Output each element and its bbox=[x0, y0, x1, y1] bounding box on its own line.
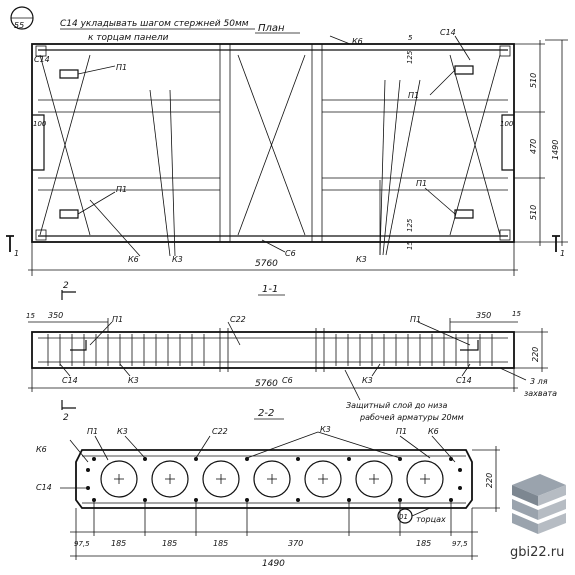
plan-label-k3-left: К3 bbox=[172, 255, 183, 264]
s22-dim-185-a: 185 bbox=[111, 539, 126, 548]
s11-label-k3-right: К3 bbox=[362, 376, 373, 385]
plan-label-c14-right: С14 bbox=[440, 28, 456, 37]
plan-dim-15: 15 bbox=[406, 241, 414, 250]
s22-label-c14: С14 bbox=[36, 483, 52, 492]
plan-label-k6-bottom: К6 bbox=[128, 255, 139, 264]
s11-dim-15-left: 15 bbox=[26, 312, 35, 320]
s11-dim-350-right: 350 bbox=[476, 311, 491, 320]
s22-label-p1-right: П1 bbox=[396, 427, 407, 436]
s11-label-c6: С6 bbox=[282, 376, 293, 385]
plan-label-p1-c: П1 bbox=[408, 91, 419, 100]
core-5 bbox=[304, 460, 342, 498]
plan-label-p1-a: П1 bbox=[116, 63, 127, 72]
hollow-cores bbox=[100, 460, 444, 498]
plan-label-p1-d: П1 bbox=[416, 179, 427, 188]
s11-label-c14-right: С14 bbox=[456, 376, 472, 385]
plan-label-k3-right: К3 bbox=[356, 255, 367, 264]
plan-dim-470: 470 bbox=[529, 139, 538, 154]
plan-dim-510-top: 510 bbox=[529, 73, 538, 88]
section-2-2-title: 2-2 bbox=[258, 408, 274, 419]
note-top: С14 укладывать шагом стержней 50мм bbox=[60, 19, 249, 29]
s22-dim-1490: 1490 bbox=[262, 559, 285, 569]
section-mark-1-right: 1 bbox=[560, 249, 565, 258]
core-7 bbox=[406, 460, 444, 498]
s11-label-k3-left: К3 bbox=[128, 376, 139, 385]
plan-title: План bbox=[258, 23, 285, 34]
section-2-2-outline bbox=[75, 449, 473, 509]
s11-dim-350-left: 350 bbox=[48, 311, 63, 320]
s22-dim-185-c: 185 bbox=[213, 539, 228, 548]
section-1-1-outline bbox=[31, 331, 515, 369]
s11-dim-220: 220 bbox=[531, 347, 540, 362]
section-1-1: 1-1 2 2 bbox=[26, 281, 557, 423]
plan-label-c6: С6 bbox=[285, 249, 296, 258]
section-1-1-title: 1-1 bbox=[262, 284, 278, 295]
s22-torcap: торцах bbox=[416, 515, 446, 524]
core-2 bbox=[151, 460, 189, 498]
rebar-dots bbox=[86, 457, 462, 502]
section-2-2: 2-2 bbox=[36, 408, 500, 569]
plan-dim-5760: 5760 bbox=[255, 259, 278, 269]
section-mark-2-top: 2 bbox=[63, 281, 69, 291]
sheet-number: 55 bbox=[14, 21, 24, 30]
plan-dim-125-top: 125 bbox=[406, 50, 414, 64]
section-mark-1-left: 1 bbox=[14, 249, 19, 258]
watermark-text: gbi22.ru bbox=[510, 545, 564, 560]
plan-dim-1490: 1490 bbox=[551, 140, 560, 160]
plan-view: С14 С14 П1 П1 П1 П1 К6 К6 К3 К3 С6 100 1… bbox=[6, 28, 568, 276]
note-top-2: к торцам панели bbox=[88, 33, 169, 43]
s11-label-c22: С22 bbox=[230, 315, 246, 324]
plan-label-k6-top: К6 bbox=[352, 37, 363, 46]
plan-label-p1-b: П1 bbox=[116, 185, 127, 194]
s22-label-p1-left: П1 bbox=[87, 427, 98, 436]
plan-outline bbox=[31, 43, 515, 243]
s11-label-p1-right: П1 bbox=[410, 315, 421, 324]
s22-label-k6-left: К6 bbox=[36, 445, 47, 454]
s22-dim-975-left: 97,5 bbox=[74, 540, 90, 548]
header: 55 С14 укладывать шагом стержней 50мм к … bbox=[10, 6, 300, 43]
plan-dim-510-bottom: 510 bbox=[529, 205, 538, 220]
s11-lift-label-2: захвата bbox=[524, 389, 557, 398]
s11-note-2: рабочей арматуры 20мм bbox=[359, 413, 464, 422]
s22-dim-370: 370 bbox=[288, 539, 303, 548]
plan-dim-100-left: 100 bbox=[33, 120, 47, 128]
s11-dim-5760: 5760 bbox=[255, 379, 278, 389]
callout-number: 01 bbox=[399, 513, 408, 521]
core-1 bbox=[100, 460, 138, 498]
watermark-logo bbox=[512, 474, 566, 534]
s22-dim-185-b: 185 bbox=[162, 539, 177, 548]
s22-label-c22: С22 bbox=[212, 427, 228, 436]
s22-label-k6-right: К6 bbox=[428, 427, 439, 436]
plan-dim-100-right: 100 bbox=[500, 120, 514, 128]
s11-dim-15-right: 15 bbox=[512, 310, 521, 318]
core-6 bbox=[355, 460, 393, 498]
s11-note: Защитный слой до низа bbox=[346, 401, 448, 410]
plan-label-c14-left: С14 bbox=[34, 55, 50, 64]
s11-label-p1-left: П1 bbox=[112, 315, 123, 324]
plan-dim-125-bottom: 125 bbox=[406, 218, 414, 232]
s22-dim-975-right: 97,5 bbox=[452, 540, 468, 548]
s22-dim-185-d: 185 bbox=[416, 539, 431, 548]
s11-lift-label: 3 ля bbox=[530, 377, 548, 386]
s22-dim-220: 220 bbox=[485, 473, 494, 488]
plan-dim-5: 5 bbox=[408, 34, 413, 42]
core-3 bbox=[202, 460, 240, 498]
logo-cube-icon bbox=[512, 474, 566, 496]
core-4 bbox=[253, 460, 291, 498]
section-mark-2-bottom: 2 bbox=[63, 413, 69, 423]
s22-label-k3-right: К3 bbox=[320, 425, 331, 434]
s11-label-c14-left: С14 bbox=[62, 376, 78, 385]
s22-label-k3-left: К3 bbox=[117, 427, 128, 436]
